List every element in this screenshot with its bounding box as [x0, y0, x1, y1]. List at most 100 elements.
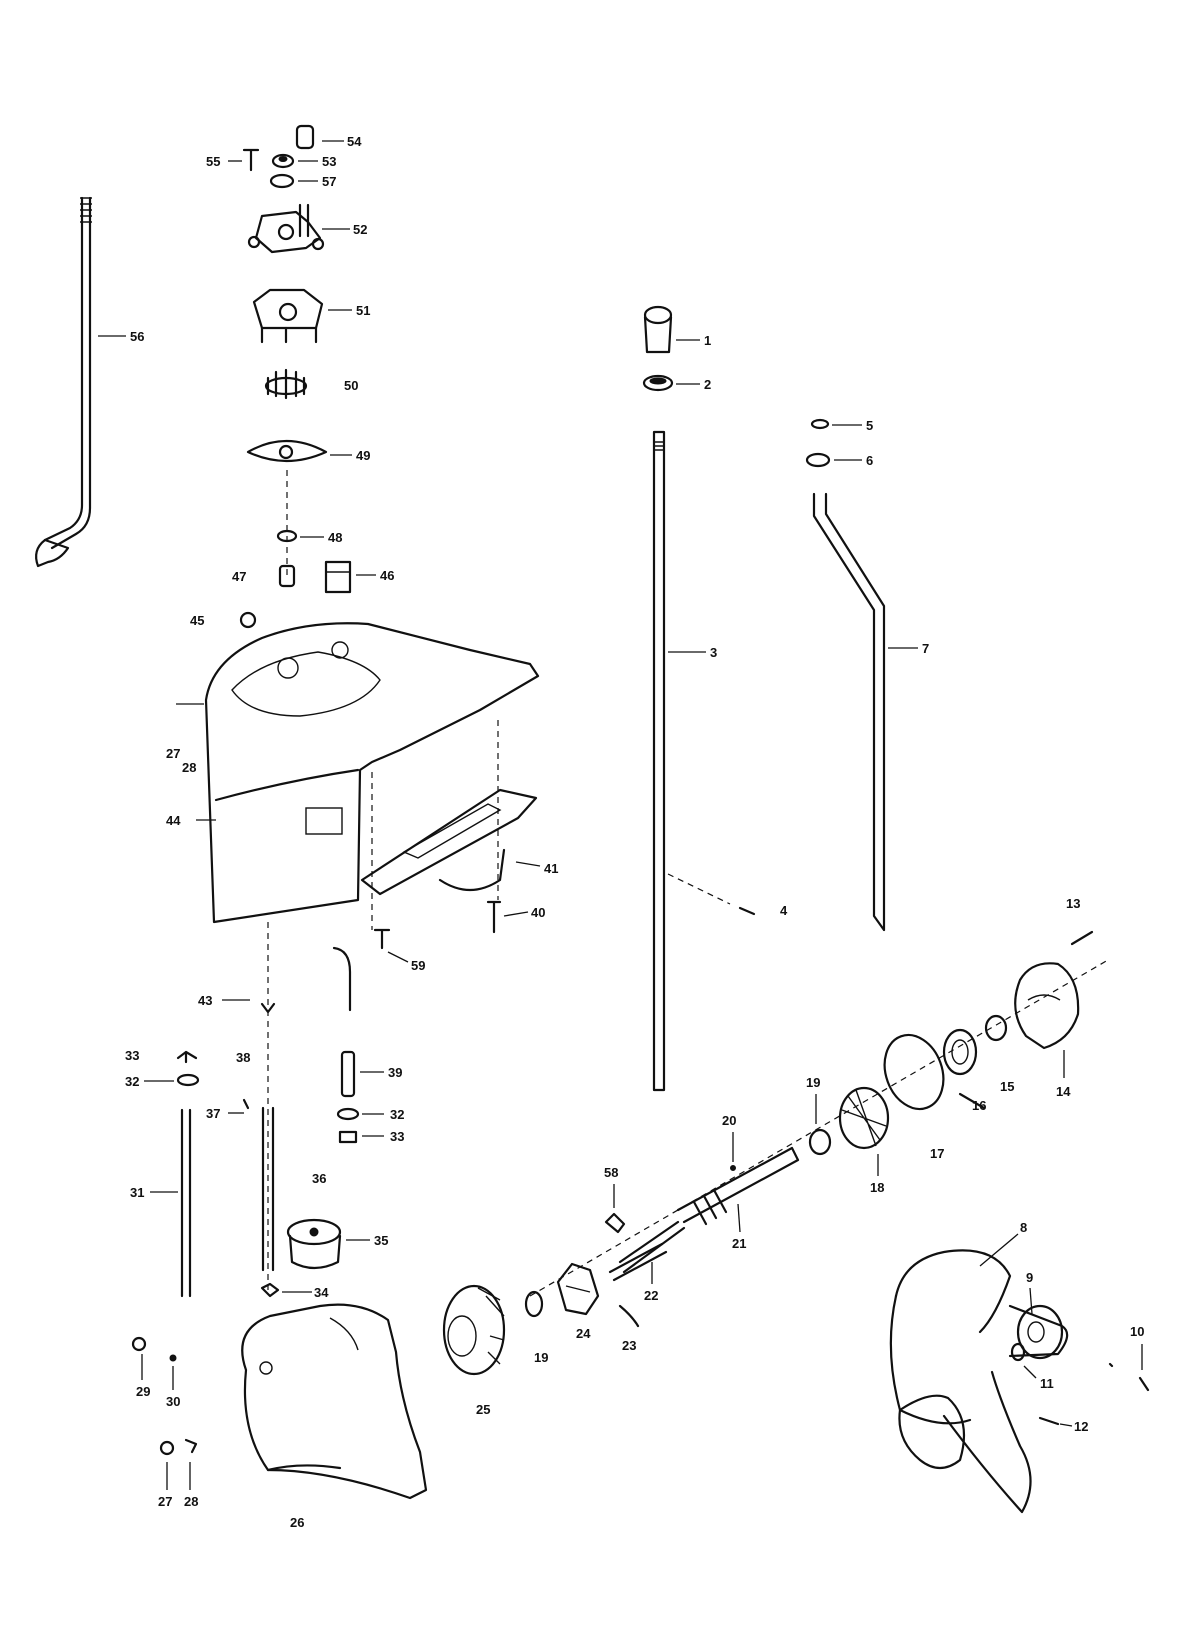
part-1-bushing	[643, 305, 673, 354]
part-29-plug	[131, 1336, 147, 1352]
callout-2: 2	[704, 377, 711, 392]
callout-31: 31	[130, 1185, 144, 1200]
callout-4: 4	[780, 903, 788, 918]
part-44-drive-shaft-housing	[204, 622, 540, 924]
callout-52: 52	[353, 222, 367, 237]
callout-6: 6	[866, 453, 873, 468]
part-39-pin	[340, 1050, 356, 1098]
callout-51: 51	[356, 303, 370, 318]
part-2-seal	[642, 374, 674, 392]
part-57-seal	[269, 173, 295, 189]
callout-7: 7	[922, 641, 929, 656]
callout-48: 48	[328, 530, 342, 545]
part-32-ring-left	[176, 1073, 200, 1087]
callout-12: 12	[1074, 1419, 1088, 1434]
part-53-grommet	[271, 153, 295, 169]
part-32-ring-right	[336, 1107, 360, 1121]
part-23-spring	[618, 1304, 640, 1328]
callout-35: 35	[374, 1233, 388, 1248]
callout-23: 23	[622, 1338, 636, 1353]
callout-33a: 33	[125, 1048, 139, 1063]
callout-1: 1	[704, 333, 711, 348]
part-20-pin	[730, 1165, 736, 1171]
part-33-nut-right	[338, 1130, 358, 1144]
callout-9: 9	[1026, 1270, 1033, 1285]
callout-27b: 27	[158, 1494, 172, 1509]
part-4-pin	[738, 906, 756, 916]
part-22-pin	[608, 1242, 668, 1282]
part-47-sleeve	[278, 564, 296, 588]
part-15-bearing	[984, 1014, 1008, 1042]
part-6-grommet	[805, 452, 831, 468]
part-58-retainer	[604, 1212, 626, 1234]
callout-57: 57	[322, 174, 336, 189]
part-36-drive-shaft	[261, 1106, 275, 1272]
callout-50: 50	[344, 378, 358, 393]
part-33-nut-left	[176, 1050, 198, 1064]
callout-20: 20	[722, 1113, 736, 1128]
part-54-sleeve	[295, 124, 315, 150]
callout-25: 25	[476, 1402, 490, 1417]
part-40-screw	[486, 900, 502, 934]
part-5-o-ring	[810, 418, 830, 430]
part-50-impeller	[264, 368, 308, 400]
callout-43: 43	[198, 993, 212, 1008]
callout-8: 8	[1020, 1220, 1027, 1235]
part-26-gear-case	[241, 1303, 428, 1500]
callout-56: 56	[130, 329, 144, 344]
callout-19a: 19	[806, 1075, 820, 1090]
part-8-propeller	[889, 1249, 1069, 1514]
part-28-washer	[184, 1438, 198, 1454]
part-13-housing-bolt	[1070, 930, 1094, 946]
part-34-retainer	[260, 1282, 280, 1298]
part-30-washer	[169, 1354, 177, 1362]
callout-15: 15	[1000, 1079, 1014, 1094]
callout-3: 3	[710, 645, 717, 660]
part-17-o-ring	[883, 1033, 945, 1111]
callout-26: 26	[290, 1515, 304, 1530]
callout-19b: 19	[534, 1350, 548, 1365]
part-37-pin	[242, 1098, 250, 1110]
part-52-pump-housing	[247, 203, 325, 254]
callout-18: 18	[870, 1180, 884, 1195]
callout-40: 40	[531, 905, 545, 920]
callout-38: 38	[236, 1050, 250, 1065]
callout-13: 13	[1066, 896, 1080, 911]
callout-36: 36	[312, 1171, 326, 1186]
part-25-gear	[442, 1284, 506, 1376]
part-11-nut	[1010, 1342, 1026, 1362]
callout-32b: 32	[390, 1107, 404, 1122]
callout-34: 34	[314, 1285, 329, 1300]
callout-41: 41	[544, 861, 558, 876]
callout-14: 14	[1056, 1084, 1071, 1099]
part-56-shift-rod	[35, 196, 92, 568]
part-48-seal	[276, 529, 298, 543]
callout-54: 54	[347, 134, 362, 149]
callout-45: 45	[190, 613, 204, 628]
part-10-pin	[1108, 1362, 1150, 1392]
callout-17: 17	[930, 1146, 944, 1161]
callout-46: 46	[380, 568, 394, 583]
part-12-cotter-pin	[1038, 1416, 1060, 1426]
callout-28b: 28	[184, 1494, 198, 1509]
part-19-washer-left	[524, 1290, 544, 1318]
callout-37: 37	[206, 1106, 220, 1121]
part-35-gear	[286, 1218, 342, 1270]
part-45-nut	[239, 611, 257, 629]
callout-47: 47	[232, 569, 246, 584]
part-46-seal-block	[324, 560, 352, 594]
callout-49: 49	[356, 448, 370, 463]
callout-58: 58	[604, 1165, 618, 1180]
part-59-screw	[373, 928, 391, 950]
part-19-washer-right	[808, 1128, 832, 1156]
part-27-plug	[159, 1440, 175, 1456]
callout-27a: 27	[166, 746, 180, 761]
callout-24: 24	[576, 1326, 591, 1341]
part-49-plate	[246, 439, 328, 463]
callout-28a: 28	[182, 760, 196, 775]
part-41-plate	[360, 788, 538, 896]
part-24-clutch-dog	[556, 1262, 600, 1316]
part-3-drive-shaft	[652, 430, 666, 1092]
callout-11: 11	[1040, 1376, 1054, 1391]
